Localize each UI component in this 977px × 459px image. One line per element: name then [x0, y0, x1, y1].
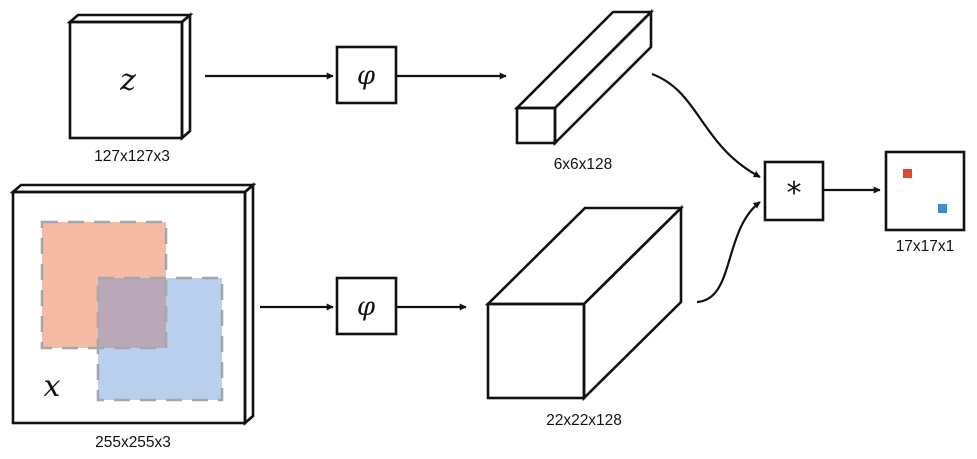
exemplar-symbol: z — [119, 63, 136, 98]
arrow-exemplar-feature-to-correlation — [651, 72, 761, 178]
search-size-label: 255x255x3 — [95, 434, 171, 451]
overlap-region — [98, 278, 166, 348]
phi-embedding-box-top: φ — [335, 45, 398, 105]
exemplar-feature-size-label: 6x6x128 — [554, 156, 613, 173]
search-feature-block — [484, 204, 685, 402]
cross-correlation-box: * — [763, 160, 825, 222]
score-map — [884, 150, 966, 232]
score-map-size-label: 17x17x1 — [896, 238, 955, 255]
score-marker-red — [903, 169, 912, 178]
phi-symbol-bottom: φ — [357, 292, 376, 322]
search-region-dashed-outline — [96, 276, 224, 402]
phi-embedding-box-bottom: φ — [335, 276, 398, 336]
phi-symbol-top: φ — [357, 61, 376, 91]
exemplar-size-label: 127x127x3 — [94, 148, 170, 165]
exemplar-feature-block — [513, 8, 655, 147]
exemplar-region-dashed-outline — [40, 220, 168, 350]
search-image: x — [9, 182, 257, 426]
cross-correlation-symbol: * — [787, 176, 802, 211]
score-marker-blue — [938, 204, 947, 213]
search-feature-size-label: 22x22x128 — [546, 412, 622, 429]
search-symbol: x — [44, 369, 61, 404]
exemplar-image: z — [66, 12, 194, 141]
arrow-search-feature-to-correlation — [696, 201, 761, 304]
